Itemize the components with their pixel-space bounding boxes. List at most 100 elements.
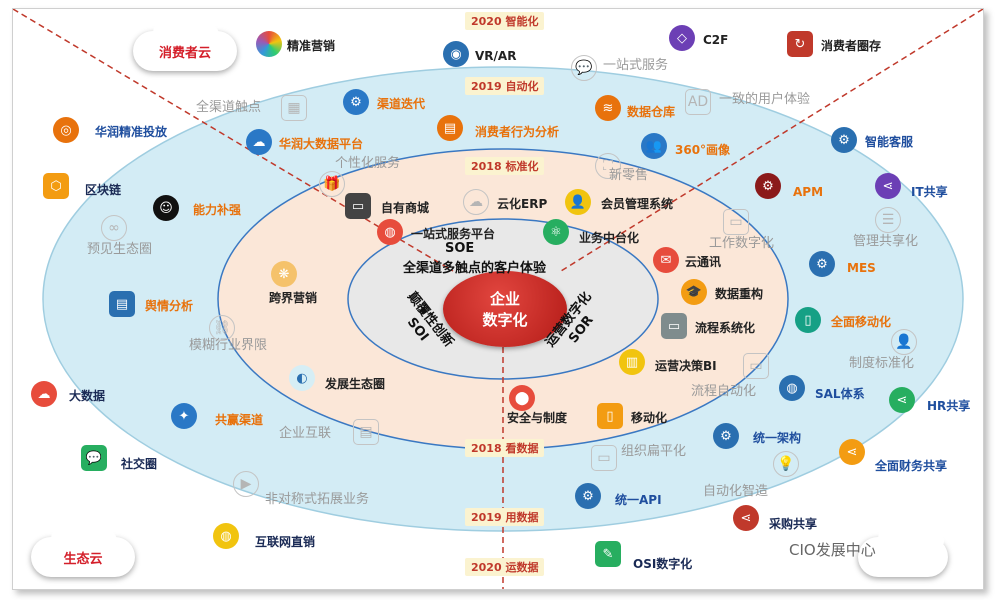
share-red-icon: ⋖ bbox=[733, 505, 759, 531]
item-zhidu-biaozhun: 制度标准化 bbox=[849, 356, 915, 371]
item-kuajie: 跨界营销 bbox=[269, 291, 318, 305]
center-line1: 企业 bbox=[489, 290, 520, 308]
globe-icon: ◍ bbox=[377, 219, 403, 245]
sphere-icon: ◍ bbox=[779, 375, 805, 401]
year-2018-std: 2018 标准化 bbox=[465, 157, 545, 175]
blockchain-icon: ⬡ bbox=[43, 173, 69, 199]
gears-icon: ⚙ bbox=[755, 173, 781, 199]
consumer-cloud-label: 消费者云 bbox=[158, 45, 211, 61]
item-yunhua-erp: 云化ERP bbox=[497, 197, 548, 211]
item-shuju-cangku: 数据仓库 bbox=[627, 105, 676, 119]
watermark: CIO发展中心 bbox=[789, 541, 876, 559]
item-gexinghua: 个性化服务 bbox=[335, 156, 401, 171]
gift-icon: 🎁 bbox=[319, 171, 345, 197]
year-2018-data: 2018 看数据 bbox=[465, 439, 545, 457]
atom-icon: ⚛ bbox=[543, 219, 569, 245]
bulb-gear-icon: 💡 bbox=[773, 451, 799, 477]
chart-screen-icon: ▤ bbox=[437, 115, 463, 141]
item-jingzhun: 精准营销 bbox=[287, 39, 336, 53]
globe-yellow-icon: ◍ bbox=[213, 523, 239, 549]
item-qiye-hulian: 企业互联 bbox=[279, 426, 332, 441]
laptop-icon: ▭ bbox=[345, 193, 371, 219]
item-shejiaoquan: 社交圈 bbox=[121, 457, 158, 471]
item-xingwei-fenxi: 消费者行为分析 bbox=[475, 125, 560, 139]
year-2020-intel: 2020 智能化 bbox=[465, 12, 545, 30]
item-zidonghua-zhizao: 自动化智造 bbox=[703, 484, 769, 499]
grid-icon: ▦ bbox=[281, 95, 307, 121]
item-yuntongxun: 云通讯 bbox=[685, 255, 722, 269]
channels-icon: ✦ bbox=[171, 403, 197, 429]
person-icon: 👤 bbox=[891, 329, 917, 355]
item-sal: SAL体系 bbox=[815, 387, 865, 401]
eco-cloud-label: 生态云 bbox=[63, 551, 103, 567]
brain-gears-icon: ⚙ bbox=[831, 127, 857, 153]
network-icon: ⚙ bbox=[343, 89, 369, 115]
item-quanmian-caiwu: 全面财务共享 bbox=[875, 459, 948, 473]
eco-cloud: 生态云 bbox=[31, 521, 135, 577]
monitor-icon: ▭ bbox=[723, 209, 749, 235]
layers-icon: ☰ bbox=[875, 207, 901, 233]
circle-arrows-icon: ↻ bbox=[787, 31, 813, 57]
head-icon: ☺ bbox=[153, 195, 179, 221]
item-qukuailian: 区块链 bbox=[85, 183, 122, 197]
bar-chart-icon: ▥ bbox=[619, 349, 645, 375]
document-icon: ▤ bbox=[353, 419, 379, 445]
item-osi: OSI数字化 bbox=[633, 557, 693, 571]
share-green-icon: ⋖ bbox=[889, 387, 915, 413]
item-yizhi-tiyan: 一致的用户体验 bbox=[719, 92, 811, 107]
item-qudao-diedai: 渠道迭代 bbox=[377, 97, 426, 111]
year-2019-use: 2019 用数据 bbox=[465, 508, 545, 526]
graduation-cap-icon: 🎓 bbox=[681, 279, 707, 305]
item-xiaofeizhe-quancun: 消费者圈存 bbox=[821, 39, 882, 53]
database-icon: ≋ bbox=[595, 95, 621, 121]
chain-link-icon: ⛓ bbox=[209, 315, 235, 341]
eye-icon: ◉ bbox=[443, 41, 469, 67]
item-yidonghua: 移动化 bbox=[631, 411, 668, 425]
item-liucheng-xitong: 流程系统化 bbox=[695, 321, 756, 335]
phone-icon: ▯ bbox=[597, 403, 623, 429]
item-shuju-chonggou: 数据重构 bbox=[715, 287, 764, 301]
item-quanmian-yidong: 全面移动化 bbox=[831, 315, 892, 329]
eco-map-icon: ◐ bbox=[289, 365, 315, 391]
item-liucheng-zidong: 流程自动化 bbox=[691, 384, 757, 399]
wechat-icon: 💬 bbox=[81, 445, 107, 471]
item-tongyi-jiagou: 统一架构 bbox=[753, 431, 802, 445]
pencil-icon: ✎ bbox=[595, 541, 621, 567]
item-anquan: 安全与制度 bbox=[507, 411, 568, 425]
target-icon: ◎ bbox=[53, 117, 79, 143]
screen-flow-icon: ▭ bbox=[743, 353, 769, 379]
item-fazhan-shengtai: 发展生态圈 bbox=[325, 377, 386, 391]
item-feiduicheng: 非对称式拓展业务 bbox=[265, 492, 370, 507]
gears-blue-icon: ⚙ bbox=[713, 423, 739, 449]
location-pin-icon: ⬤ bbox=[509, 385, 535, 411]
item-it-share: IT共享 bbox=[911, 185, 948, 199]
scan-icon: ⛶ bbox=[595, 153, 621, 179]
item-ziyou-shangcheng: 自有商城 bbox=[381, 201, 430, 215]
item-hulianwang: 互联网直销 bbox=[255, 535, 316, 549]
mobile-icon: ▯ bbox=[795, 307, 821, 333]
center-line2: 数字化 bbox=[482, 311, 528, 329]
consumer-cloud: 消费者云 bbox=[133, 15, 237, 71]
item-yizhanshi-fuwu: 一站式服务 bbox=[603, 58, 669, 73]
item-c2f: C2F bbox=[703, 33, 729, 47]
item-nengli-buqiang: 能力补强 bbox=[193, 203, 242, 217]
cloud-upload-icon: ☁ bbox=[246, 129, 272, 155]
item-tongyi-api: 统一API bbox=[615, 493, 662, 507]
cloud-data-icon: ☁ bbox=[31, 381, 57, 407]
org-icon: ▭ bbox=[591, 445, 617, 471]
api-icon: ⚙ bbox=[575, 483, 601, 509]
item-guanli-share: 管理共享化 bbox=[853, 234, 919, 249]
swirl-icon: ❋ bbox=[271, 261, 297, 287]
chat-bubble-icon: 💬 bbox=[571, 55, 597, 81]
message-icon: ✉ bbox=[653, 247, 679, 273]
item-caigou: 采购共享 bbox=[769, 517, 818, 531]
item-vrar: VR/AR bbox=[475, 49, 517, 63]
item-gongying-qudao: 共赢渠道 bbox=[215, 413, 264, 427]
item-yuqing: 舆情分析 bbox=[145, 299, 194, 313]
item-mes: MES bbox=[847, 261, 876, 275]
people-icon: 👥 bbox=[641, 133, 667, 159]
head-gear-icon: ⚙ bbox=[809, 251, 835, 277]
member-icon: 👤 bbox=[565, 189, 591, 215]
item-huarun-dashuju: 华润大数据平台 bbox=[279, 137, 364, 151]
ring-icon: ◇ bbox=[669, 25, 695, 51]
